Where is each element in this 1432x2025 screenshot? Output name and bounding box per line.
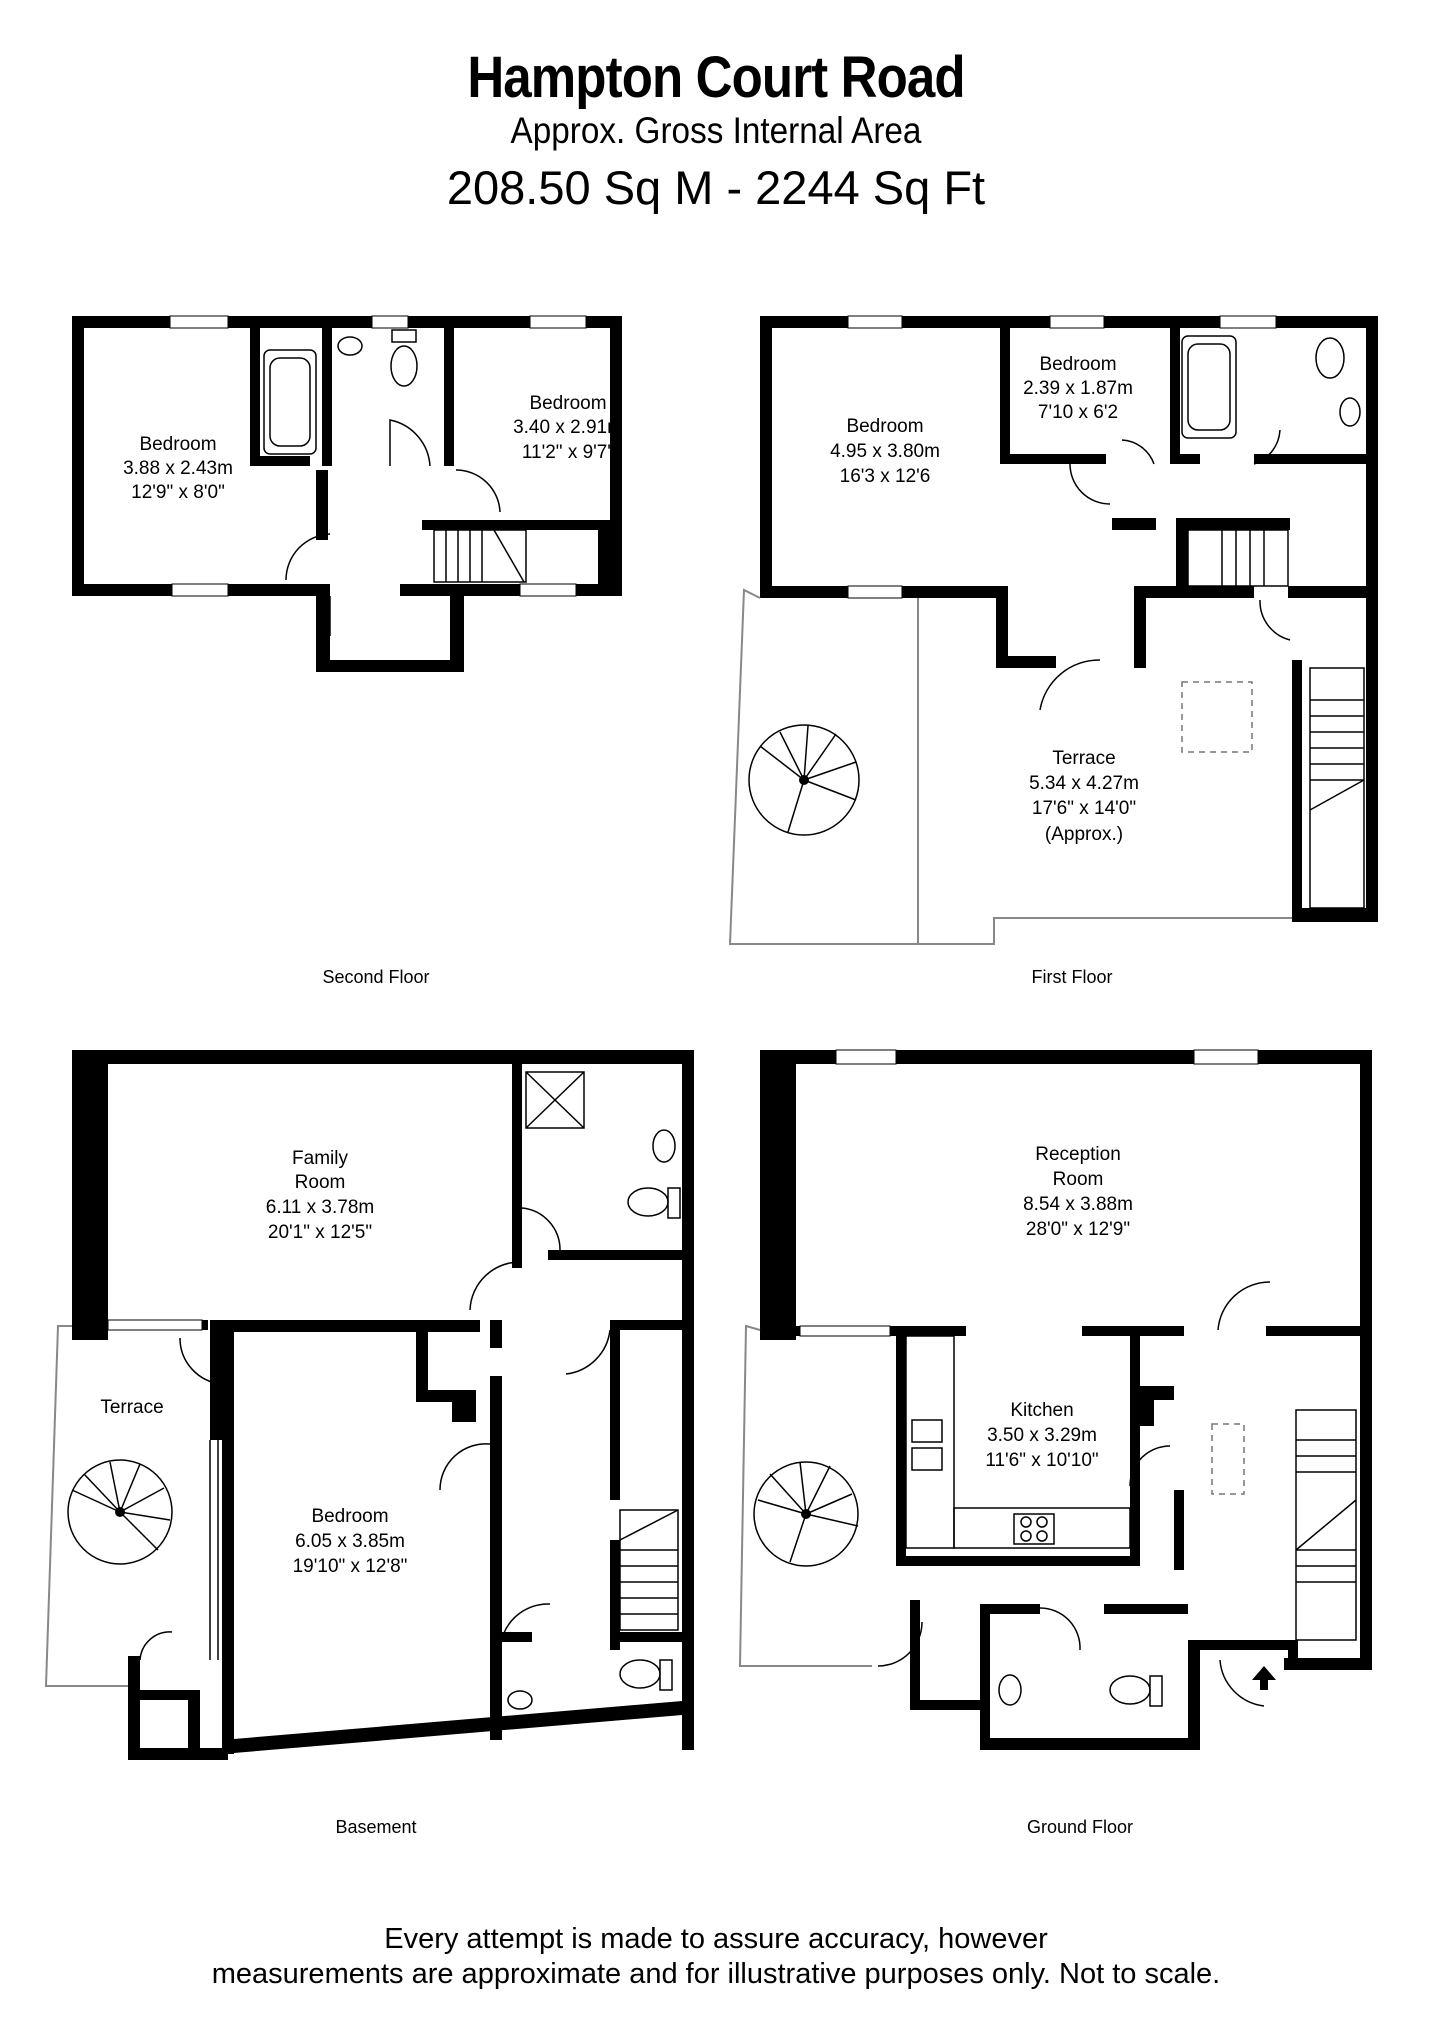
second-bedroom-1-label: Bedroom — [139, 434, 216, 455]
family-room-metric: 6.11 x 3.78m — [266, 1197, 374, 1218]
first-bedroom-1-imperial: 16'3 x 12'6 — [840, 466, 931, 487]
reception-room-imperial: 28'0" x 12'9" — [1026, 1219, 1130, 1240]
basement-bedroom-metric: 6.05 x 3.85m — [295, 1531, 405, 1552]
basement-label: Basement — [335, 1817, 416, 1837]
page-subtitle: Approx. Gross Internal Area — [510, 110, 922, 151]
second-bedroom-1-metric: 3.88 x 2.43m — [123, 458, 233, 479]
basement-plan: Family Room 6.11 x 3.78m 20'1" x 12'5" T… — [44, 1050, 694, 1760]
first-bedroom-1-label: Bedroom — [846, 416, 923, 437]
second-floor-plan: Bedroom 3.88 x 2.43m 12'9" x 8'0" Bedroo… — [72, 315, 623, 672]
second-floor-label: Second Floor — [322, 967, 429, 987]
first-bedroom-1-metric: 4.95 x 3.80m — [830, 441, 940, 462]
basement-bedroom-imperial: 19'10" x 12'8" — [293, 1556, 408, 1577]
family-room-imperial: 20'1" x 12'5" — [268, 1222, 372, 1243]
second-bedroom-1-imperial: 12'9" x 8'0" — [131, 482, 225, 503]
first-terrace-imperial: 17'6" x 14'0" — [1032, 798, 1136, 819]
page-title: Hampton Court Road — [467, 45, 965, 110]
second-bedroom-2-label: Bedroom — [529, 393, 606, 414]
kitchen-label: Kitchen — [1010, 1400, 1073, 1421]
reception-room-label-1: Reception — [1035, 1144, 1121, 1165]
basement-bedroom-label: Bedroom — [311, 1506, 388, 1527]
second-bedroom-2-imperial: 11'2" x 9'7" — [522, 442, 614, 463]
first-floor-plan: Bedroom 4.95 x 3.80m 16'3 x 12'6 Bedroom… — [728, 315, 1378, 945]
family-room-label-1: Family — [292, 1148, 348, 1169]
family-room-label-2: Room — [295, 1172, 346, 1193]
kitchen-metric: 3.50 x 3.29m — [987, 1425, 1097, 1446]
reception-room-metric: 8.54 x 3.88m — [1023, 1194, 1133, 1215]
second-bedroom-2-metric: 3.40 x 2.91m — [513, 417, 623, 438]
ground-floor-plan: Reception Room 8.54 x 3.88m 28'0" x 12'9… — [738, 1049, 1372, 1750]
total-area: 208.50 Sq M - 2244 Sq Ft — [446, 161, 986, 214]
reception-room-label-2: Room — [1053, 1169, 1104, 1190]
disclaimer-line-1: Every attempt is made to assure accuracy… — [384, 1923, 1048, 1955]
first-terrace-note: (Approx.) — [1045, 824, 1123, 845]
first-bedroom-2-imperial: 7'10 x 6'2 — [1038, 402, 1118, 423]
ground-floor-label: Ground Floor — [1027, 1817, 1133, 1837]
first-bedroom-2-metric: 2.39 x 1.87m — [1023, 378, 1133, 399]
first-floor-label: First Floor — [1032, 967, 1113, 987]
basement-terrace-label: Terrace — [100, 1397, 163, 1418]
first-terrace-label: Terrace — [1052, 748, 1115, 769]
first-terrace-metric: 5.34 x 4.27m — [1029, 773, 1139, 794]
kitchen-imperial: 11'6" x 10'10" — [985, 1450, 1098, 1471]
first-bedroom-2-label: Bedroom — [1039, 354, 1116, 375]
disclaimer-line-2: measurements are approximate and for ill… — [211, 1958, 1221, 1990]
